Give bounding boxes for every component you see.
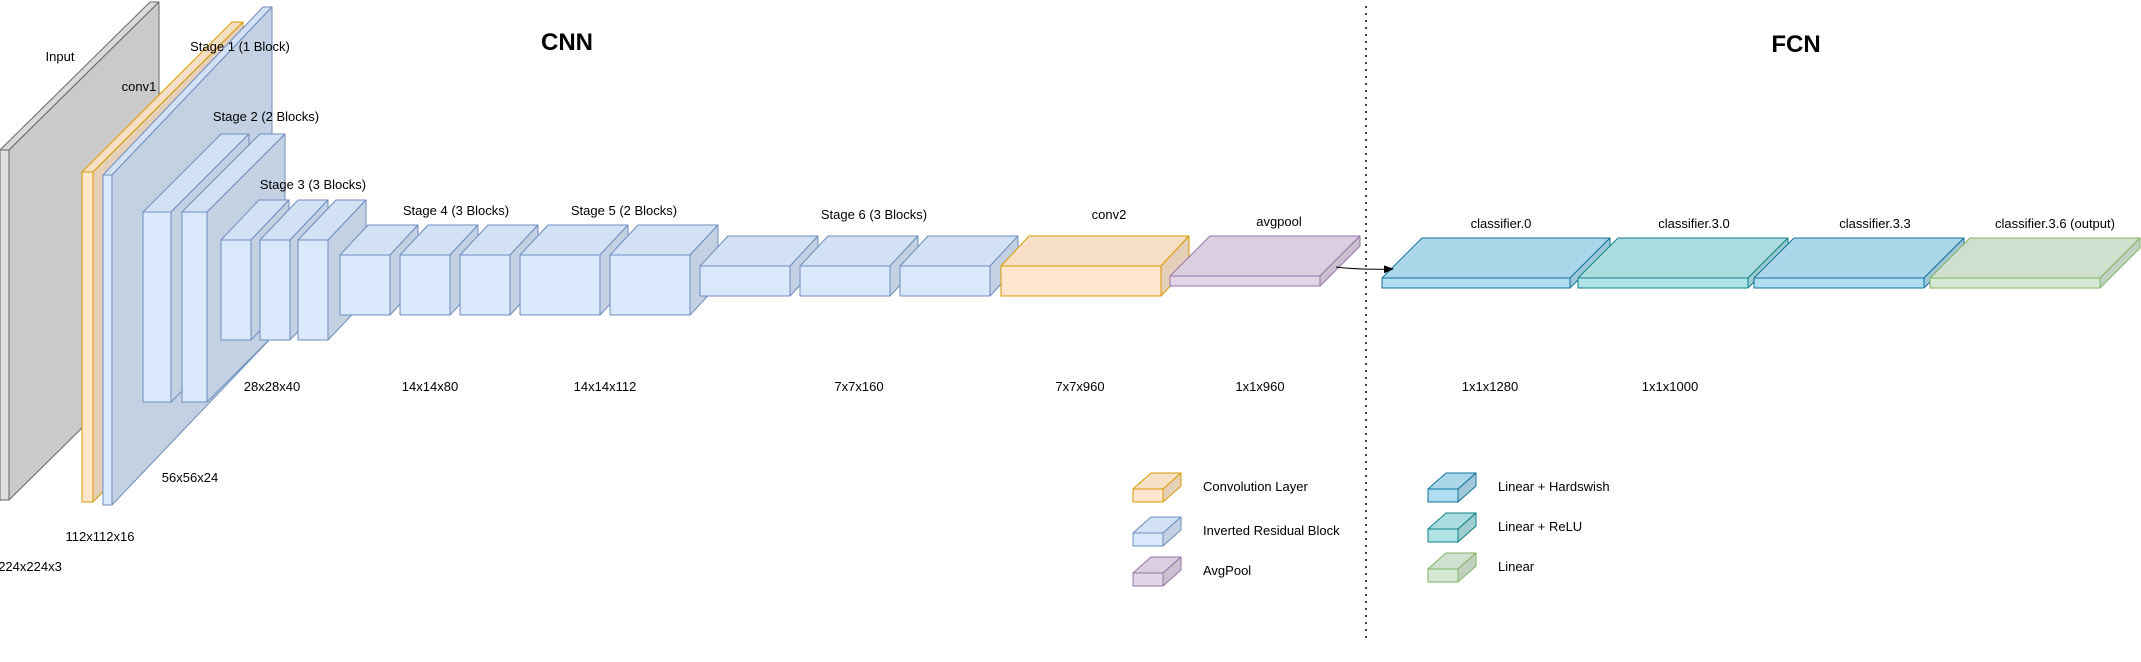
dim-label-1x1x1000: 1x1x1000 [1642, 379, 1698, 394]
avgpool-to-classifier-arrow [1335, 265, 1394, 274]
dim-label-224x224x3: 224x224x3 [0, 559, 62, 574]
cnn-section-title: CNN [541, 29, 593, 56]
legend-label-linear-relu: Linear + ReLU [1498, 519, 1582, 534]
dim-label-1x1x1280: 1x1x1280 [1462, 379, 1518, 394]
layer-label-conv1: conv1 [122, 79, 157, 94]
dim-label-7x7x960: 7x7x960 [1055, 379, 1104, 394]
dim-label-1x1x960: 1x1x960 [1235, 379, 1284, 394]
legend-icon-pool [1132, 556, 1182, 587]
layer-label-classifier-3-6-output: classifier.3.6 (output) [1995, 216, 2115, 231]
conv2-block [1000, 235, 1190, 297]
legend-icon-hardswish [1427, 472, 1477, 503]
legend-icon-conv [1132, 472, 1182, 503]
layer-label-stage3: Stage 3 (3 Blocks) [260, 177, 366, 192]
layer-label-classifier-3-0: classifier.3.0 [1658, 216, 1730, 231]
layer-label-classifier-3-3: classifier.3.3 [1839, 216, 1911, 231]
layer-label-input: Input [46, 49, 75, 64]
layer-label-classifier-0: classifier.0 [1471, 216, 1532, 231]
stage6-block-1 [699, 235, 819, 297]
classifier-0-block [1381, 237, 1611, 289]
layer-label-stage2: Stage 2 (2 Blocks) [213, 109, 319, 124]
layer-label-stage4: Stage 4 (3 Blocks) [403, 203, 509, 218]
dim-label-7x7x160: 7x7x160 [834, 379, 883, 394]
layer-label-conv2: conv2 [1092, 207, 1127, 222]
layer-label-stage1: Stage 1 (1 Block) [190, 39, 290, 54]
layer-label-stage5: Stage 5 (2 Blocks) [571, 203, 677, 218]
dim-label-28x28x40: 28x28x40 [244, 379, 300, 394]
dim-label-14x14x80: 14x14x80 [402, 379, 458, 394]
avgpool-block [1169, 235, 1361, 287]
legend-icon-linear [1427, 552, 1477, 583]
legend-label-avgpool: AvgPool [1203, 563, 1251, 578]
layer-blocks [0, 1, 2141, 506]
legend-label-linear-hardswish: Linear + Hardswish [1498, 479, 1610, 494]
legend [1132, 472, 1477, 587]
layer-label-avgpool: avgpool [1256, 214, 1302, 229]
dim-label-14x14x112: 14x14x112 [574, 379, 637, 394]
legend-label-inverted-residual-block: Inverted Residual Block [1203, 523, 1340, 538]
layer-label-stage6: Stage 6 (3 Blocks) [821, 207, 927, 222]
dim-label-112x112x16: 112x112x16 [66, 529, 135, 544]
classifier-3-6-block [1929, 237, 2141, 289]
dim-label-56x56x24: 56x56x24 [162, 470, 218, 485]
legend-label-linear: Linear [1498, 559, 1535, 574]
legend-icon-relu [1427, 512, 1477, 543]
legend-label-convolution-layer: Convolution Layer [1203, 479, 1308, 494]
fcn-section-title: FCN [1771, 31, 1820, 58]
legend-icon-invres [1132, 516, 1182, 547]
